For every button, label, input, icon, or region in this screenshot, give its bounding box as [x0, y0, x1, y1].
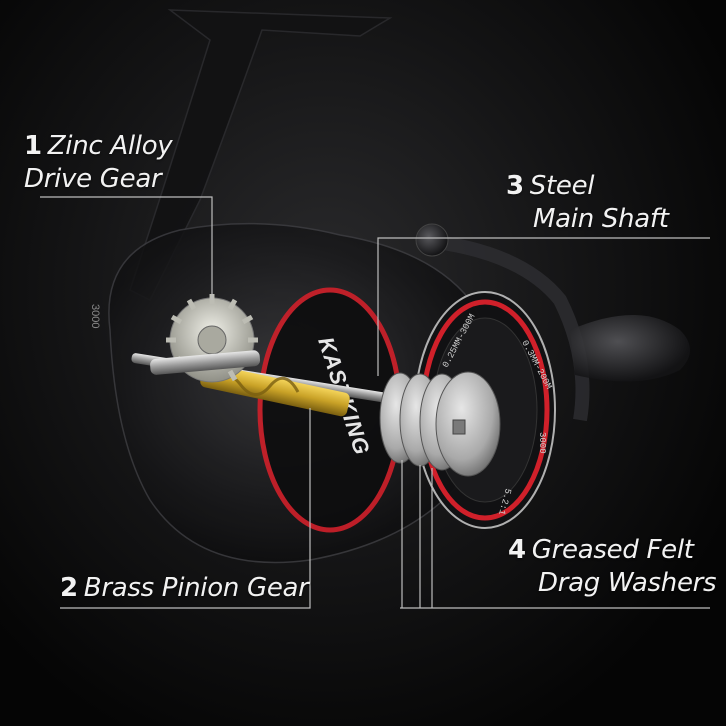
callout-line: Drag Washers: [538, 568, 717, 598]
callout-line: Steel: [529, 171, 595, 201]
model-number: 3000: [89, 304, 101, 328]
leader-1: [40, 196, 213, 300]
callout-line: Brass Pinion Gear: [83, 573, 309, 603]
drag-nut: [452, 419, 466, 435]
callout-number: 2: [60, 573, 78, 603]
callout-line: Greased Felt: [531, 535, 694, 565]
leader-3: [377, 237, 710, 376]
spool-text-model: 3000: [537, 432, 547, 454]
callout-number: 4: [508, 535, 526, 565]
callout-leaders: [40, 196, 710, 609]
drag-washer-cap: [435, 371, 501, 477]
leader-2: [60, 408, 311, 609]
callout-line: Drive Gear: [24, 164, 162, 194]
callout-line: Zinc Alloy: [47, 131, 173, 161]
bail-knob: [415, 223, 449, 257]
drive-gear-axle: [150, 350, 261, 375]
callout-line: Main Shaft: [533, 204, 669, 234]
callout-number: 3: [506, 171, 524, 201]
brass-pinion-gear: [200, 363, 350, 417]
handle-knob: [570, 315, 690, 382]
callout-number: 1: [24, 131, 42, 161]
bail-arm: [419, 233, 590, 422]
